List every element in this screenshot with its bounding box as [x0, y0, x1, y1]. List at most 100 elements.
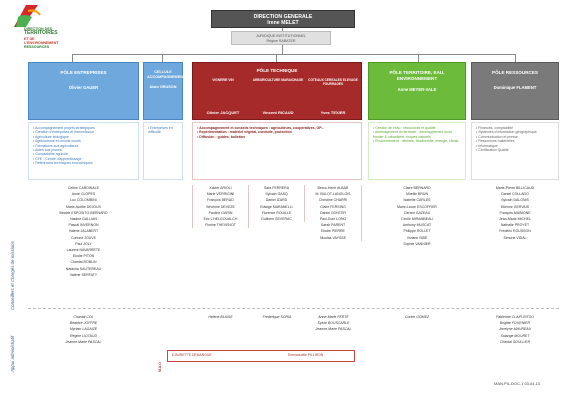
entreprises-missions: Accompagnement projets stratégiques Créa…	[28, 122, 139, 180]
mission-item: Comptabilité agricole	[33, 152, 134, 156]
connector	[72, 54, 73, 62]
conseillers-label: Conseillers et Chargés de missions	[10, 241, 15, 310]
juridique-title: JURIDIQUE INSTITUTIONNEL	[256, 34, 306, 38]
pole-title: PÔLE TECHNIQUE	[256, 68, 298, 73]
logo-line: DIRECTION DES	[24, 27, 53, 31]
territoire-support: Corine GOMEZ	[368, 314, 466, 320]
pole-title: PÔLE TERRITOIRE, EAU, ENVIRONNEMENT	[389, 70, 445, 81]
support-name: Frédérique SORIA	[262, 315, 292, 319]
technique-support-col2: Frédérique SORIA	[249, 314, 305, 320]
mission-item: Accompagnement et conseils techniques : …	[197, 126, 357, 130]
staff-name: Marie-Noëlle DEJOUX	[65, 204, 101, 209]
mission-item: Agritourisme et circuits courts	[33, 139, 134, 143]
juridique-box[interactable]: JURIDIQUE INSTITUTIONNEL Régine SABATER	[231, 31, 331, 45]
staff-name: Daniel IZARD	[265, 198, 288, 203]
staff-name: Sylvain DALONIS	[501, 198, 529, 203]
mission-item: Formations aux agriculteurs	[33, 144, 134, 148]
logo-line: RESSOURCES	[24, 45, 50, 50]
pole-ressources-header[interactable]: PÔLE RESSOURCES Dominique FLAMENT	[471, 62, 559, 120]
support-name: Fabienne CLAIR-RITOU	[496, 315, 534, 319]
staff-name: Valérie JALABERT	[68, 229, 99, 234]
staff-name: Nathalie PROYET	[500, 223, 530, 228]
staff-name: Isabelle CARLES	[403, 198, 431, 203]
mao-label: M.A.O	[158, 362, 162, 372]
appui-label: Appui administratif	[10, 335, 15, 372]
territoire-missions: Gestion de l'eau : ressources et qualité…	[368, 122, 466, 180]
staff-name: Sophie VANNIER	[403, 241, 431, 246]
staff-name: Xavier ARIOLI	[209, 186, 232, 190]
staff-name: Jean-Marie MICHEL	[499, 217, 531, 222]
staff-name: Philippe ROLLET	[403, 229, 431, 234]
staff-name: Sylvain GASQ	[265, 192, 288, 197]
staff-name: Florine THEVENOT	[205, 223, 236, 228]
support-name: Solange MOURET	[500, 333, 530, 338]
staff-name: Marie-Pierre BILLICAUD	[495, 186, 535, 190]
dg-name: Irene MELET	[267, 20, 299, 27]
staff-name: Elodie PIERRE	[321, 229, 345, 234]
unit-head: Olivier JACQUET	[206, 110, 240, 115]
pole-title: PÔLE RESSOURCES	[492, 70, 538, 75]
staff-name: Cécile MIRAMBEAU	[401, 217, 433, 222]
mission-item: Agriculture biologique	[33, 135, 134, 139]
connector	[162, 54, 163, 62]
pole-head: Anne MEYER-VALE	[397, 87, 437, 93]
mission-item: Diffusion : guides, bulletins	[197, 135, 357, 139]
mission-item: CFE - Centre d'apprentissage	[33, 157, 134, 161]
staff-name: Valérie SERFATY	[69, 272, 98, 277]
staff-name: M. BULOT-LANGLOIS	[315, 192, 351, 197]
mission-item: Accompagnement projets stratégiques	[33, 126, 134, 130]
pole-head: Dominique FLAMENT	[493, 85, 537, 90]
staff-name: Anthony MUSCAT	[402, 223, 432, 228]
logo-mark-icon	[14, 5, 41, 27]
staff-name: Laurent NAVARRETE	[66, 248, 101, 253]
mission-item: Création d'entreprises et transmission	[33, 130, 134, 134]
staff-name: Pauline GARIN	[208, 210, 233, 215]
mission-item: Finances, comptabilité	[476, 126, 554, 130]
staff-name: Christine CHARRI	[318, 198, 348, 203]
logo-text: DIRECTION DES TERRITOIRES ET DE L'ENVIRO…	[24, 27, 68, 49]
staff-name: Nicolas VAYSSE	[320, 235, 346, 240]
staff-name: Anne CLOPES	[71, 192, 96, 197]
staff-name: Luc COLOMBINI	[70, 198, 97, 203]
staff-name: Sara FERRERA	[263, 186, 290, 190]
separator	[28, 308, 559, 309]
staff-name: Gérard GAZEAU	[403, 210, 431, 215]
unit-title: ARBORICULTURE MARAICHAGE	[252, 78, 304, 82]
direction-generale-box[interactable]: DIRECTION GENERALE Irene MELET	[211, 10, 355, 28]
support-name: Myriam LAGAIZE	[69, 327, 98, 332]
mao-name: Emmanuelle PILLIRON	[288, 353, 324, 357]
technique-support-col3: Anne-Marie FERTE Sylvie BOUSCARLE Jeanne…	[305, 314, 362, 333]
staff-name: Elodie PITON	[72, 254, 95, 259]
mission-item: Systèmes d'information géographique	[476, 130, 554, 134]
staff-name: François MAIMONE	[499, 210, 531, 215]
staff-name: Sarah PARENT	[320, 223, 346, 228]
mission-item: Aides aux jeunes	[33, 148, 134, 152]
staff-name: Paul-Dom LONG	[319, 217, 347, 222]
staff-name: Daniel GONTER	[320, 210, 346, 215]
staff-name: Daniel COLLADO	[501, 192, 529, 197]
pole-entreprises-header[interactable]: PÔLE ENTREPRISES Olivier GAUER	[28, 62, 139, 120]
staff-name: Paul JOLY	[75, 241, 92, 246]
technique-staff-col2: Sara FERRERA Sylvain GASQ Daniel IZARD E…	[249, 185, 305, 223]
entreprises-staff: Céline CARDINALE Anne CLOPES Luc COLOMBI…	[28, 185, 139, 278]
cellule-header[interactable]: CELLULE ACCOMPAGNEMENT Alain GRUSON	[143, 62, 185, 120]
mao-box	[167, 350, 355, 362]
pole-technique-header[interactable]: PÔLE TECHNIQUE VIGNERIE VIN ARBORICULTUR…	[192, 62, 362, 120]
mission-item: Communication et presse	[476, 135, 554, 139]
staff-name: Chantal ROBLIN	[70, 260, 97, 265]
mission-item: Entreprises en difficulté	[148, 126, 178, 135]
staff-name: Guilhem SEVERAC	[261, 217, 292, 222]
technique-staff-col3: Berco-Henri ALBAR M. BULOT-LANGLOIS Chri…	[305, 185, 362, 241]
staff-name: Edwige MARANELLI	[260, 204, 293, 209]
connector	[72, 54, 515, 55]
dg-title: DIRECTION GENERALE	[253, 14, 313, 20]
mission-item: Expérimentation : matériel végétal, cond…	[197, 130, 357, 134]
staff-name: Sévérine DEVEZE	[206, 204, 235, 209]
pole-territoire-header[interactable]: PÔLE TERRITOIRE, EAU, ENVIRONNEMENT Anne…	[368, 62, 466, 120]
support-name: Régine LIOTAUD	[70, 333, 97, 338]
staff-name: Viviane SIBÉ	[406, 235, 428, 240]
support-name: Jeanne-Marie PASCAL	[65, 339, 102, 344]
mission-item: Ressources matérielles	[476, 139, 554, 143]
mao-name: E.BURETTE DEMANGUE	[172, 353, 212, 357]
unit-title: VIGNERIE VIN	[212, 78, 234, 82]
